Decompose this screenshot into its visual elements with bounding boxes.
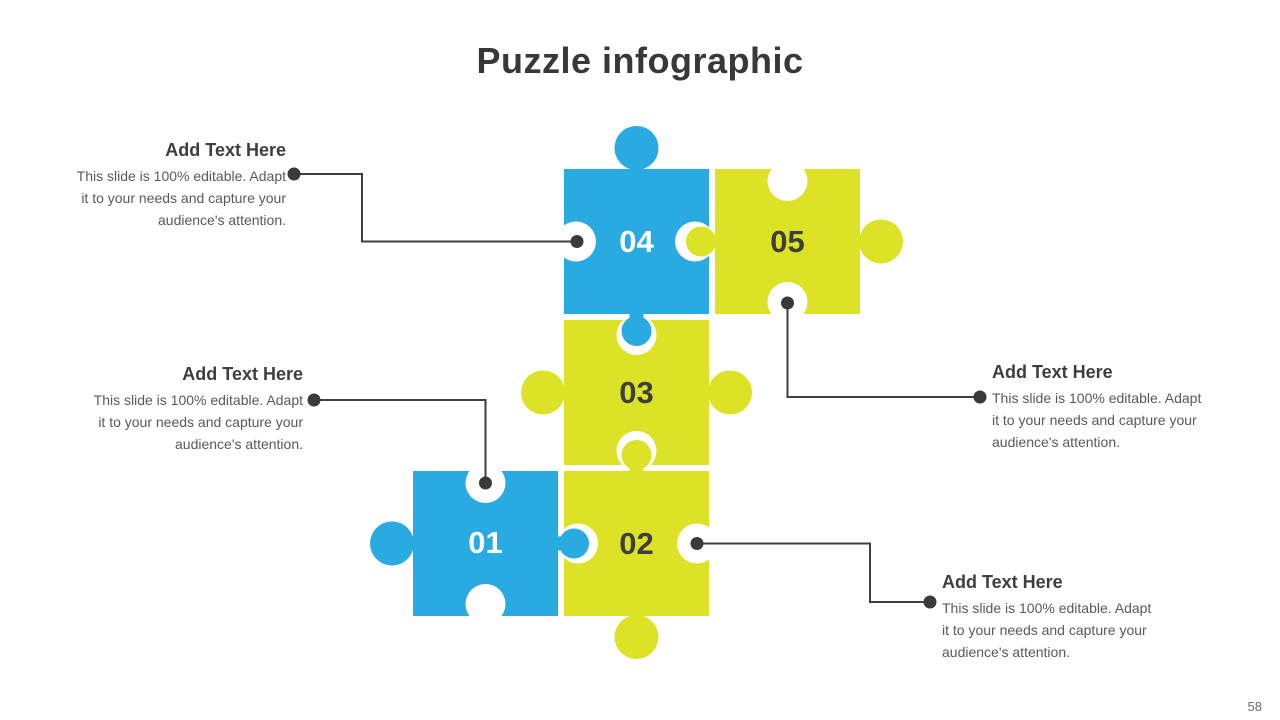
puzzle-socket <box>465 584 506 624</box>
callout-body-line: audience's attention. <box>992 434 1120 450</box>
callout-body-line: it to your needs and capture your <box>81 190 286 206</box>
callout-body: This slide is 100% editable. Adapt it to… <box>46 165 286 231</box>
puzzle-number-05: 05 <box>770 224 804 259</box>
puzzle-piece-03-body[interactable] <box>564 320 709 465</box>
puzzle-tab-02 <box>621 440 652 470</box>
puzzle-tab-02 <box>614 615 659 659</box>
puzzle-piece-01-body[interactable] <box>413 471 558 616</box>
puzzle-socket <box>616 431 657 471</box>
puzzle-tab-neck <box>629 312 644 328</box>
callout-body-line: audience's attention. <box>158 212 286 228</box>
callout-body-line: it to your needs and capture your <box>992 412 1197 428</box>
puzzle-socket <box>767 282 808 322</box>
puzzle-socket <box>677 523 717 564</box>
page-number: 58 <box>1247 699 1262 714</box>
puzzle-tab-01 <box>559 528 589 559</box>
puzzle-tab-04 <box>621 316 652 346</box>
callout-top-left[interactable]: Add Text Here This slide is 100% editabl… <box>46 140 286 231</box>
connector-line-4 <box>697 542 930 603</box>
puzzle-tab-05 <box>859 219 903 264</box>
puzzle-piece-02-body[interactable] <box>564 471 709 616</box>
puzzle-number-03: 03 <box>619 375 653 410</box>
connector-dot <box>479 476 492 490</box>
puzzle-number-02: 02 <box>619 526 653 561</box>
callout-heading: Add Text Here <box>182 364 303 384</box>
puzzle-tab-05 <box>686 226 716 257</box>
puzzle-piece-05-body[interactable] <box>715 169 860 314</box>
callout-middle-left[interactable]: Add Text Here This slide is 100% editabl… <box>63 364 303 455</box>
callout-body-line: This slide is 100% editable. Adapt <box>76 168 286 184</box>
puzzle-tab-neck <box>858 234 872 249</box>
callout-body-line: it to your needs and capture your <box>98 414 303 430</box>
connector-dot <box>923 595 937 609</box>
connector-dot <box>781 296 794 310</box>
callout-body-line: it to your needs and capture your <box>942 622 1147 638</box>
puzzle-number-04: 04 <box>619 224 654 259</box>
puzzle-socket <box>556 221 596 262</box>
puzzle-socket <box>558 523 598 564</box>
connector-line-1 <box>294 173 577 243</box>
connector-line-3 <box>786 303 980 398</box>
puzzle-tab-neck <box>699 234 716 249</box>
callout-body: This slide is 100% editable. Adapt it to… <box>942 597 1182 663</box>
callout-body: This slide is 100% editable. Adapt it to… <box>63 389 303 455</box>
callout-middle-right[interactable]: Add Text Here This slide is 100% editabl… <box>992 362 1232 453</box>
callout-body-line: audience's attention. <box>175 436 303 452</box>
callout-body-line: This slide is 100% editable. Adapt <box>992 390 1202 406</box>
callout-body: This slide is 100% editable. Adapt it to… <box>992 387 1232 453</box>
connector-dot <box>287 167 301 181</box>
puzzle-socket <box>616 315 657 355</box>
puzzle-tab-03 <box>521 370 565 415</box>
connector-line-2 <box>314 399 487 483</box>
callout-bottom-right[interactable]: Add Text Here This slide is 100% editabl… <box>942 572 1182 663</box>
connector-dot <box>690 537 704 550</box>
puzzle-tab-01 <box>370 521 414 566</box>
slide-title: Puzzle infographic <box>476 40 804 81</box>
puzzle-tab-neck <box>629 614 644 628</box>
puzzle-tab-neck <box>629 453 644 472</box>
callout-heading: Add Text Here <box>942 572 1063 592</box>
puzzle-tab-neck <box>401 536 415 551</box>
puzzle-number-01: 01 <box>468 525 502 560</box>
callout-body-line: This slide is 100% editable. Adapt <box>942 600 1152 616</box>
puzzle-tab-neck <box>707 385 721 400</box>
connector-dot <box>973 390 987 404</box>
puzzle-tab-neck <box>552 385 566 400</box>
puzzle-piece-04-body[interactable] <box>564 169 709 314</box>
callout-heading: Add Text Here <box>992 362 1113 382</box>
callout-body-line: audience's attention. <box>942 644 1070 660</box>
puzzle-tab-neck <box>556 536 572 551</box>
puzzle-tab-neck <box>629 157 644 171</box>
puzzle-socket <box>767 161 808 201</box>
puzzle-tab-04 <box>614 126 659 170</box>
callout-body-line: This slide is 100% editable. Adapt <box>93 392 303 408</box>
connector-dot <box>307 393 321 407</box>
puzzle-socket <box>675 221 715 262</box>
callout-heading: Add Text Here <box>165 140 286 160</box>
connector-dot <box>570 235 584 248</box>
puzzle-socket <box>465 463 506 503</box>
puzzle-tab-03 <box>708 370 752 415</box>
